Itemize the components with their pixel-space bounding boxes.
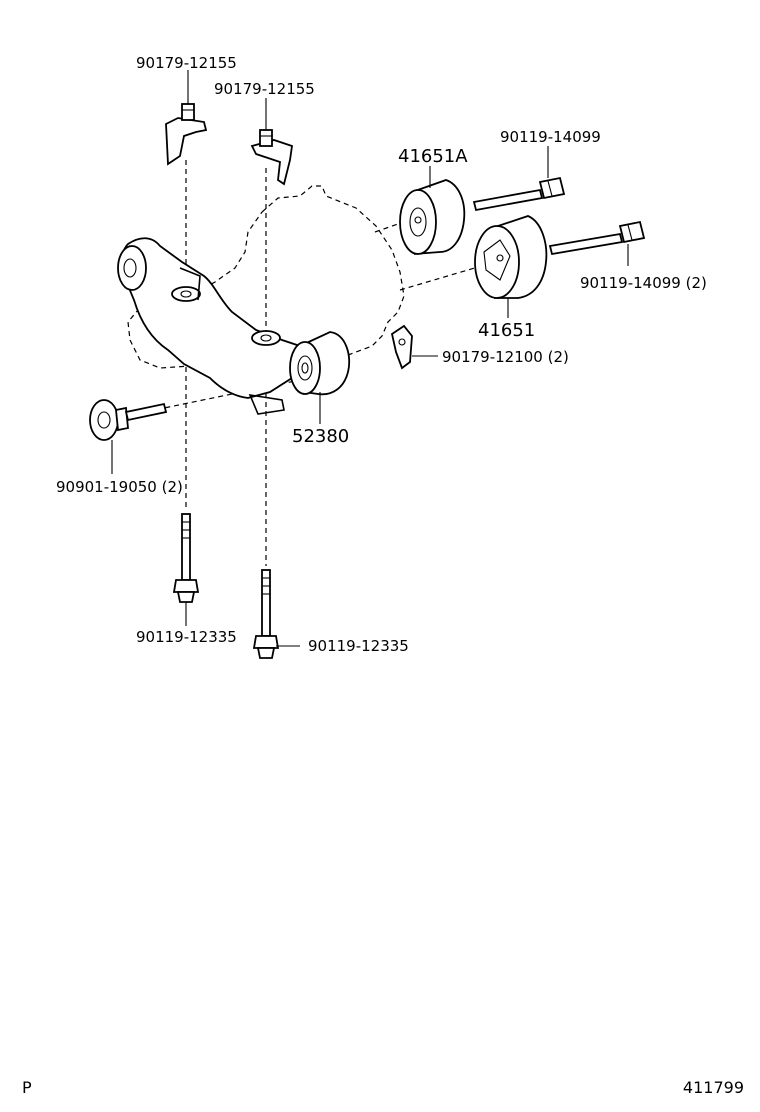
- bracket-bolt-right: [250, 129, 293, 186]
- label-bracket-bolt-right: 90179-12155: [214, 80, 315, 98]
- label-bracket-bolt-left: 90179-12155: [136, 54, 237, 72]
- carrier-cushion-52380: [289, 331, 351, 396]
- long-bolt-upper: [472, 176, 566, 212]
- stud-bolt-right: [252, 569, 280, 659]
- label-small-nut: 90179-12100 (2): [442, 348, 569, 366]
- label-carrier-cushion: 52380: [292, 426, 349, 447]
- page-marker: P: [22, 1078, 32, 1097]
- label-stud-bolt-right: 90119-12335: [308, 637, 409, 655]
- leader-lines: [111, 70, 629, 647]
- long-bolt-lower: [548, 220, 646, 256]
- label-cushion-a: 41651A: [398, 146, 468, 167]
- label-cushion: 41651: [478, 320, 535, 341]
- label-long-bolt-lower: 90119-14099 (2): [580, 274, 707, 292]
- label-washer-bolt: 90901-19050 (2): [56, 478, 183, 496]
- label-long-bolt-upper: 90119-14099: [500, 128, 601, 146]
- stud-bolt-left: [172, 513, 200, 603]
- washer-bolt: [89, 399, 168, 441]
- label-stud-bolt-left: 90119-12335: [136, 628, 237, 646]
- small-nut: [390, 324, 413, 370]
- diagram-id: 411799: [682, 1078, 744, 1097]
- cushion-41651a: [399, 179, 466, 255]
- rear-support-member: [117, 237, 305, 415]
- cushion-41651: [474, 215, 548, 299]
- bracket-bolt-left: [165, 103, 208, 166]
